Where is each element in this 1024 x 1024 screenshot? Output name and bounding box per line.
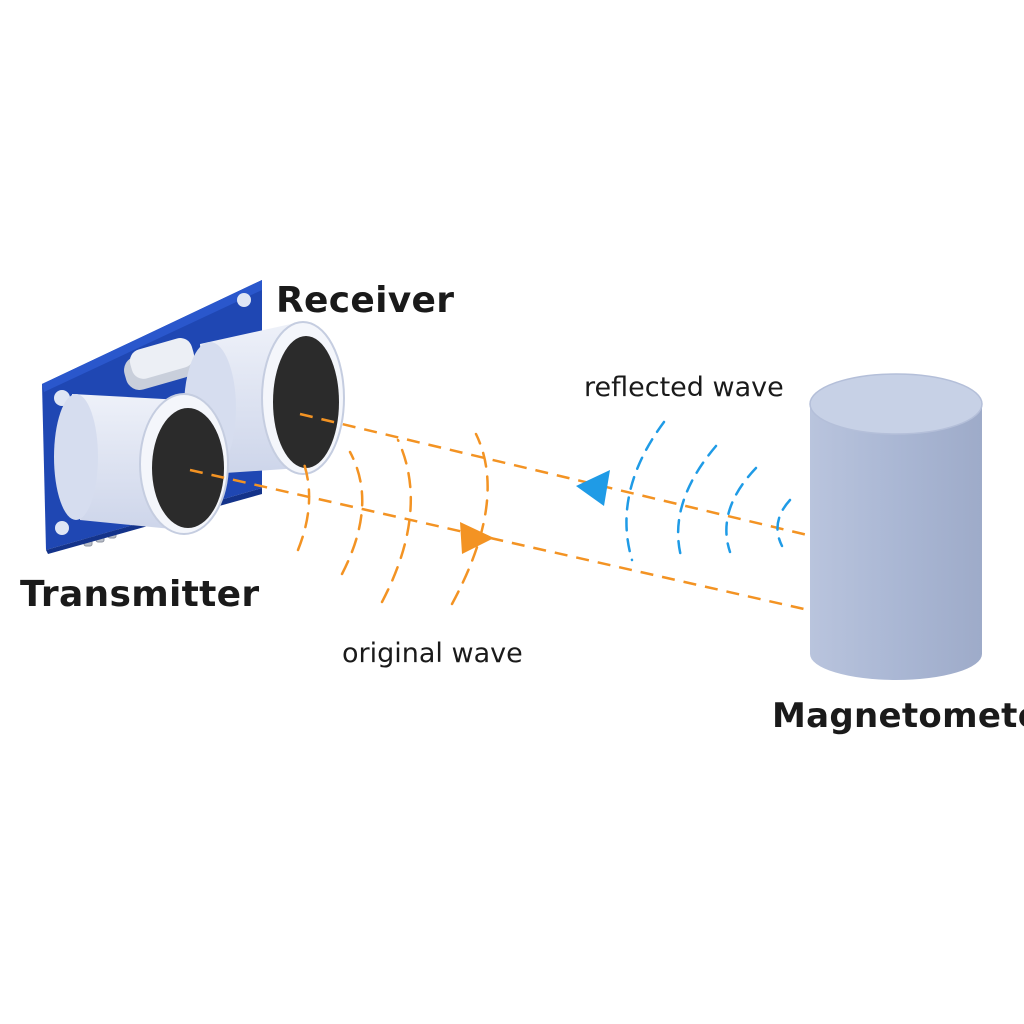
transmitter-transducer [54,393,229,535]
original-wave-front [340,450,364,576]
original-wave-front [296,456,311,552]
receiver-beam-line [299,412,821,540]
arrow-left-icon [576,470,610,506]
magnetometer-label: Magnetometer [772,696,1024,736]
reflected-wave-front [676,444,718,562]
reflected-wave-front [776,498,792,548]
wave-beams [189,412,827,616]
receiver-label: Receiver [276,280,455,321]
transmitter-label: Transmitter [20,574,260,615]
original-wave-label: original wave [342,638,523,669]
reflected-wave-front [625,420,666,562]
reflected-wave-fronts [625,420,792,562]
crystal-oscillator [124,338,196,390]
transmitter-beam-line [189,468,827,616]
receiver-face [273,336,339,468]
original-wave-front [380,438,412,604]
magnetometer-cylinder [809,373,983,680]
mount-hole [55,521,69,535]
arrow-right-icon [460,522,494,554]
reflected-wave-label: reflected wave [584,372,784,403]
cylinder-top [810,374,982,434]
mount-hole [237,293,251,307]
reflected-wave-front [725,466,758,554]
original-wave-fronts [296,432,489,606]
original-wave-front [450,432,489,606]
ultrasonic-sensor [42,280,345,554]
transmitter-face [152,408,224,528]
